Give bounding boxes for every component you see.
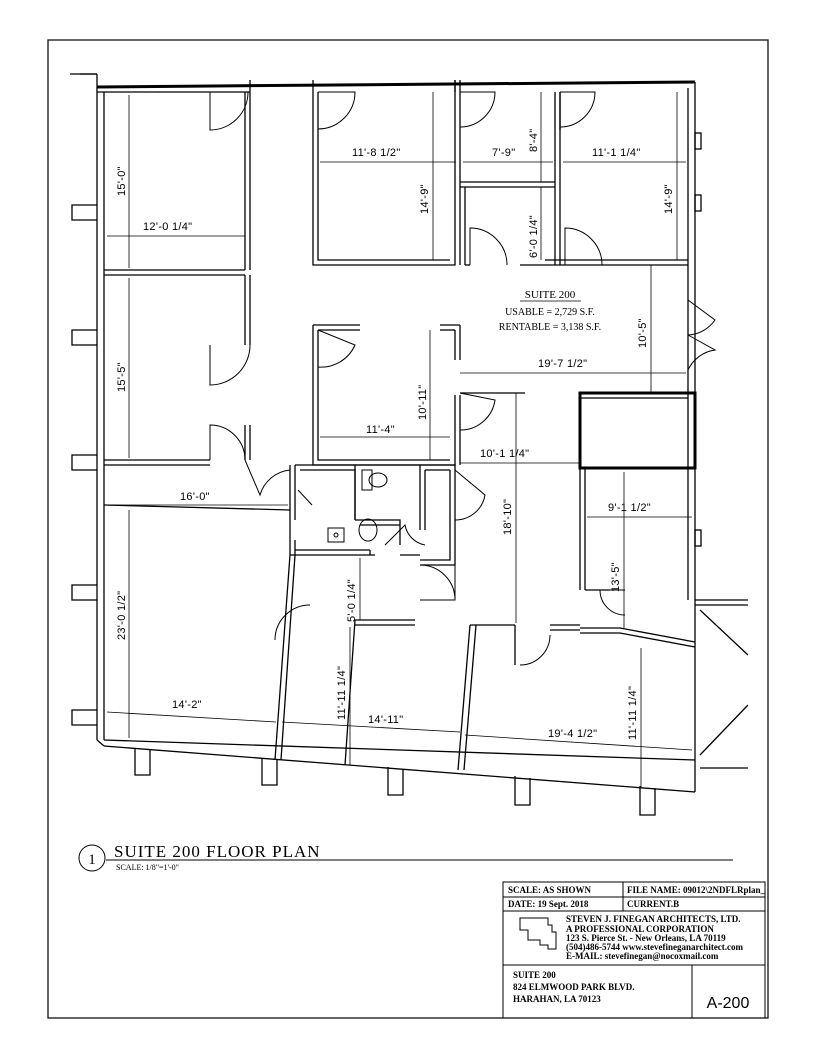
- dim-5-0-1-4: 5'-0 1/4": [346, 579, 358, 622]
- tb-current: CURRENT.B: [627, 899, 679, 909]
- dim-8-4: 8'-4": [528, 129, 540, 152]
- dim-14-9-left: 14'-9": [419, 184, 431, 214]
- drawing-number: 1: [88, 852, 96, 868]
- tb-project-street: 824 ELMWOOD PARK BLVD.: [513, 982, 635, 992]
- dim-11-1-1-4: 11'-1 1/4": [592, 147, 641, 159]
- suite-usable-area: USABLE = 2,729 S.F.: [505, 307, 595, 318]
- dim-11-4: 11'-4": [366, 424, 395, 436]
- tb-firm-email: E-MAIL: stevefinegan@nocoxmail.com: [566, 951, 719, 961]
- firm-logo: [519, 917, 557, 950]
- dim-14-11: 14'-11": [368, 714, 403, 726]
- sheet-border: [47, 39, 769, 1019]
- dim-7-9: 7'-9": [492, 147, 515, 159]
- dim-11-11-1-4-right: 11'-11 1/4": [627, 686, 639, 740]
- dim-10-5: 10'-5": [637, 318, 649, 348]
- title-block-text: SCALE: AS SHOWN FILE NAME: 09012\2NDFLRp…: [508, 885, 766, 1012]
- dim-14-9-right: 14'-9": [663, 184, 675, 214]
- dim-9-1-1-2: 9'-1 1/2": [608, 502, 651, 514]
- dim-13-5: 13'-5": [610, 562, 622, 592]
- tb-firm-address: 123 S. Pierce St. - New Orleans, LA 7011…: [566, 933, 726, 943]
- dim-6-0-1-4: 6'-0 1/4": [528, 215, 540, 258]
- tb-sheet-number: A-200: [707, 995, 750, 1012]
- dim-10-11: 10'-11": [417, 385, 429, 420]
- toilet-tank: [361, 469, 373, 491]
- tb-file-name: FILE NAME: 09012\2NDFLRplan_: [627, 885, 766, 895]
- dim-14-2: 14'-2": [172, 699, 202, 711]
- toilet-bowl-icon: [368, 472, 388, 488]
- tb-project-city: HARAHAN, LA 70123: [513, 994, 601, 1004]
- suite-name: SUITE 200: [525, 289, 576, 301]
- dimension-labels: 15'-0" 12'-0 1/4" 11'-8 1/2" 14'-9" 7'-9…: [116, 129, 675, 740]
- suite-area-label: SUITE 200 USABLE = 2,729 S.F. RENTABLE =…: [499, 289, 601, 333]
- dim-11-11-1-4-left: 11'-11 1/4": [336, 666, 348, 720]
- doors: [209, 91, 717, 666]
- tb-scale: SCALE: AS SHOWN: [508, 885, 592, 895]
- tb-project-suite: SUITE 200: [513, 970, 556, 980]
- dim-10-1-1-4: 10'-1 1/4": [480, 448, 529, 460]
- tb-date: DATE: 19 Sept. 2018: [508, 899, 589, 909]
- tb-firm-name: STEVEN J. FINEGAN ARCHITECTS, LTD.: [566, 914, 740, 924]
- tb-firm-phone-web: (504)486-5744 www.stevefineganarchitect.…: [566, 942, 744, 952]
- dim-12-0-1-4: 12'-0 1/4": [143, 221, 192, 233]
- drawing-number-bubble: [78, 844, 106, 872]
- lavatory-icon: [358, 518, 378, 542]
- suite-rentable-area: RENTABLE = 3,138 S.F.: [499, 322, 601, 333]
- dim-11-8-1-2: 11'-8 1/2": [352, 147, 401, 159]
- dim-19-7-1-2: 19'-7 1/2": [538, 358, 587, 370]
- dim-15-0: 15'-0": [116, 166, 128, 196]
- drawing-title: 1 SUITE 200 FLOOR PLAN SCALE: 1/8"=1'-0": [78, 842, 733, 872]
- dim-18-10: 18'-10": [502, 499, 514, 535]
- dim-15-5: 15'-5": [116, 362, 128, 392]
- dim-19-4-1-2: 19'-4 1/2": [548, 728, 597, 740]
- drawing-scale: SCALE: 1/8"=1'-0": [116, 863, 179, 872]
- dim-23-0-1-2: 23'-0 1/2": [116, 591, 128, 640]
- dim-16-0: 16'-0": [180, 491, 210, 503]
- title-block: [502, 881, 766, 1019]
- tb-firm-corp: A PROFESSIONAL CORPORATION: [566, 924, 714, 934]
- dimension-lines: [106, 92, 693, 787]
- sink-icon: [327, 527, 345, 543]
- plumbing-fixtures: [327, 469, 388, 543]
- drawing-title-text: SUITE 200 FLOOR PLAN: [114, 842, 321, 861]
- walls: [70, 73, 749, 816]
